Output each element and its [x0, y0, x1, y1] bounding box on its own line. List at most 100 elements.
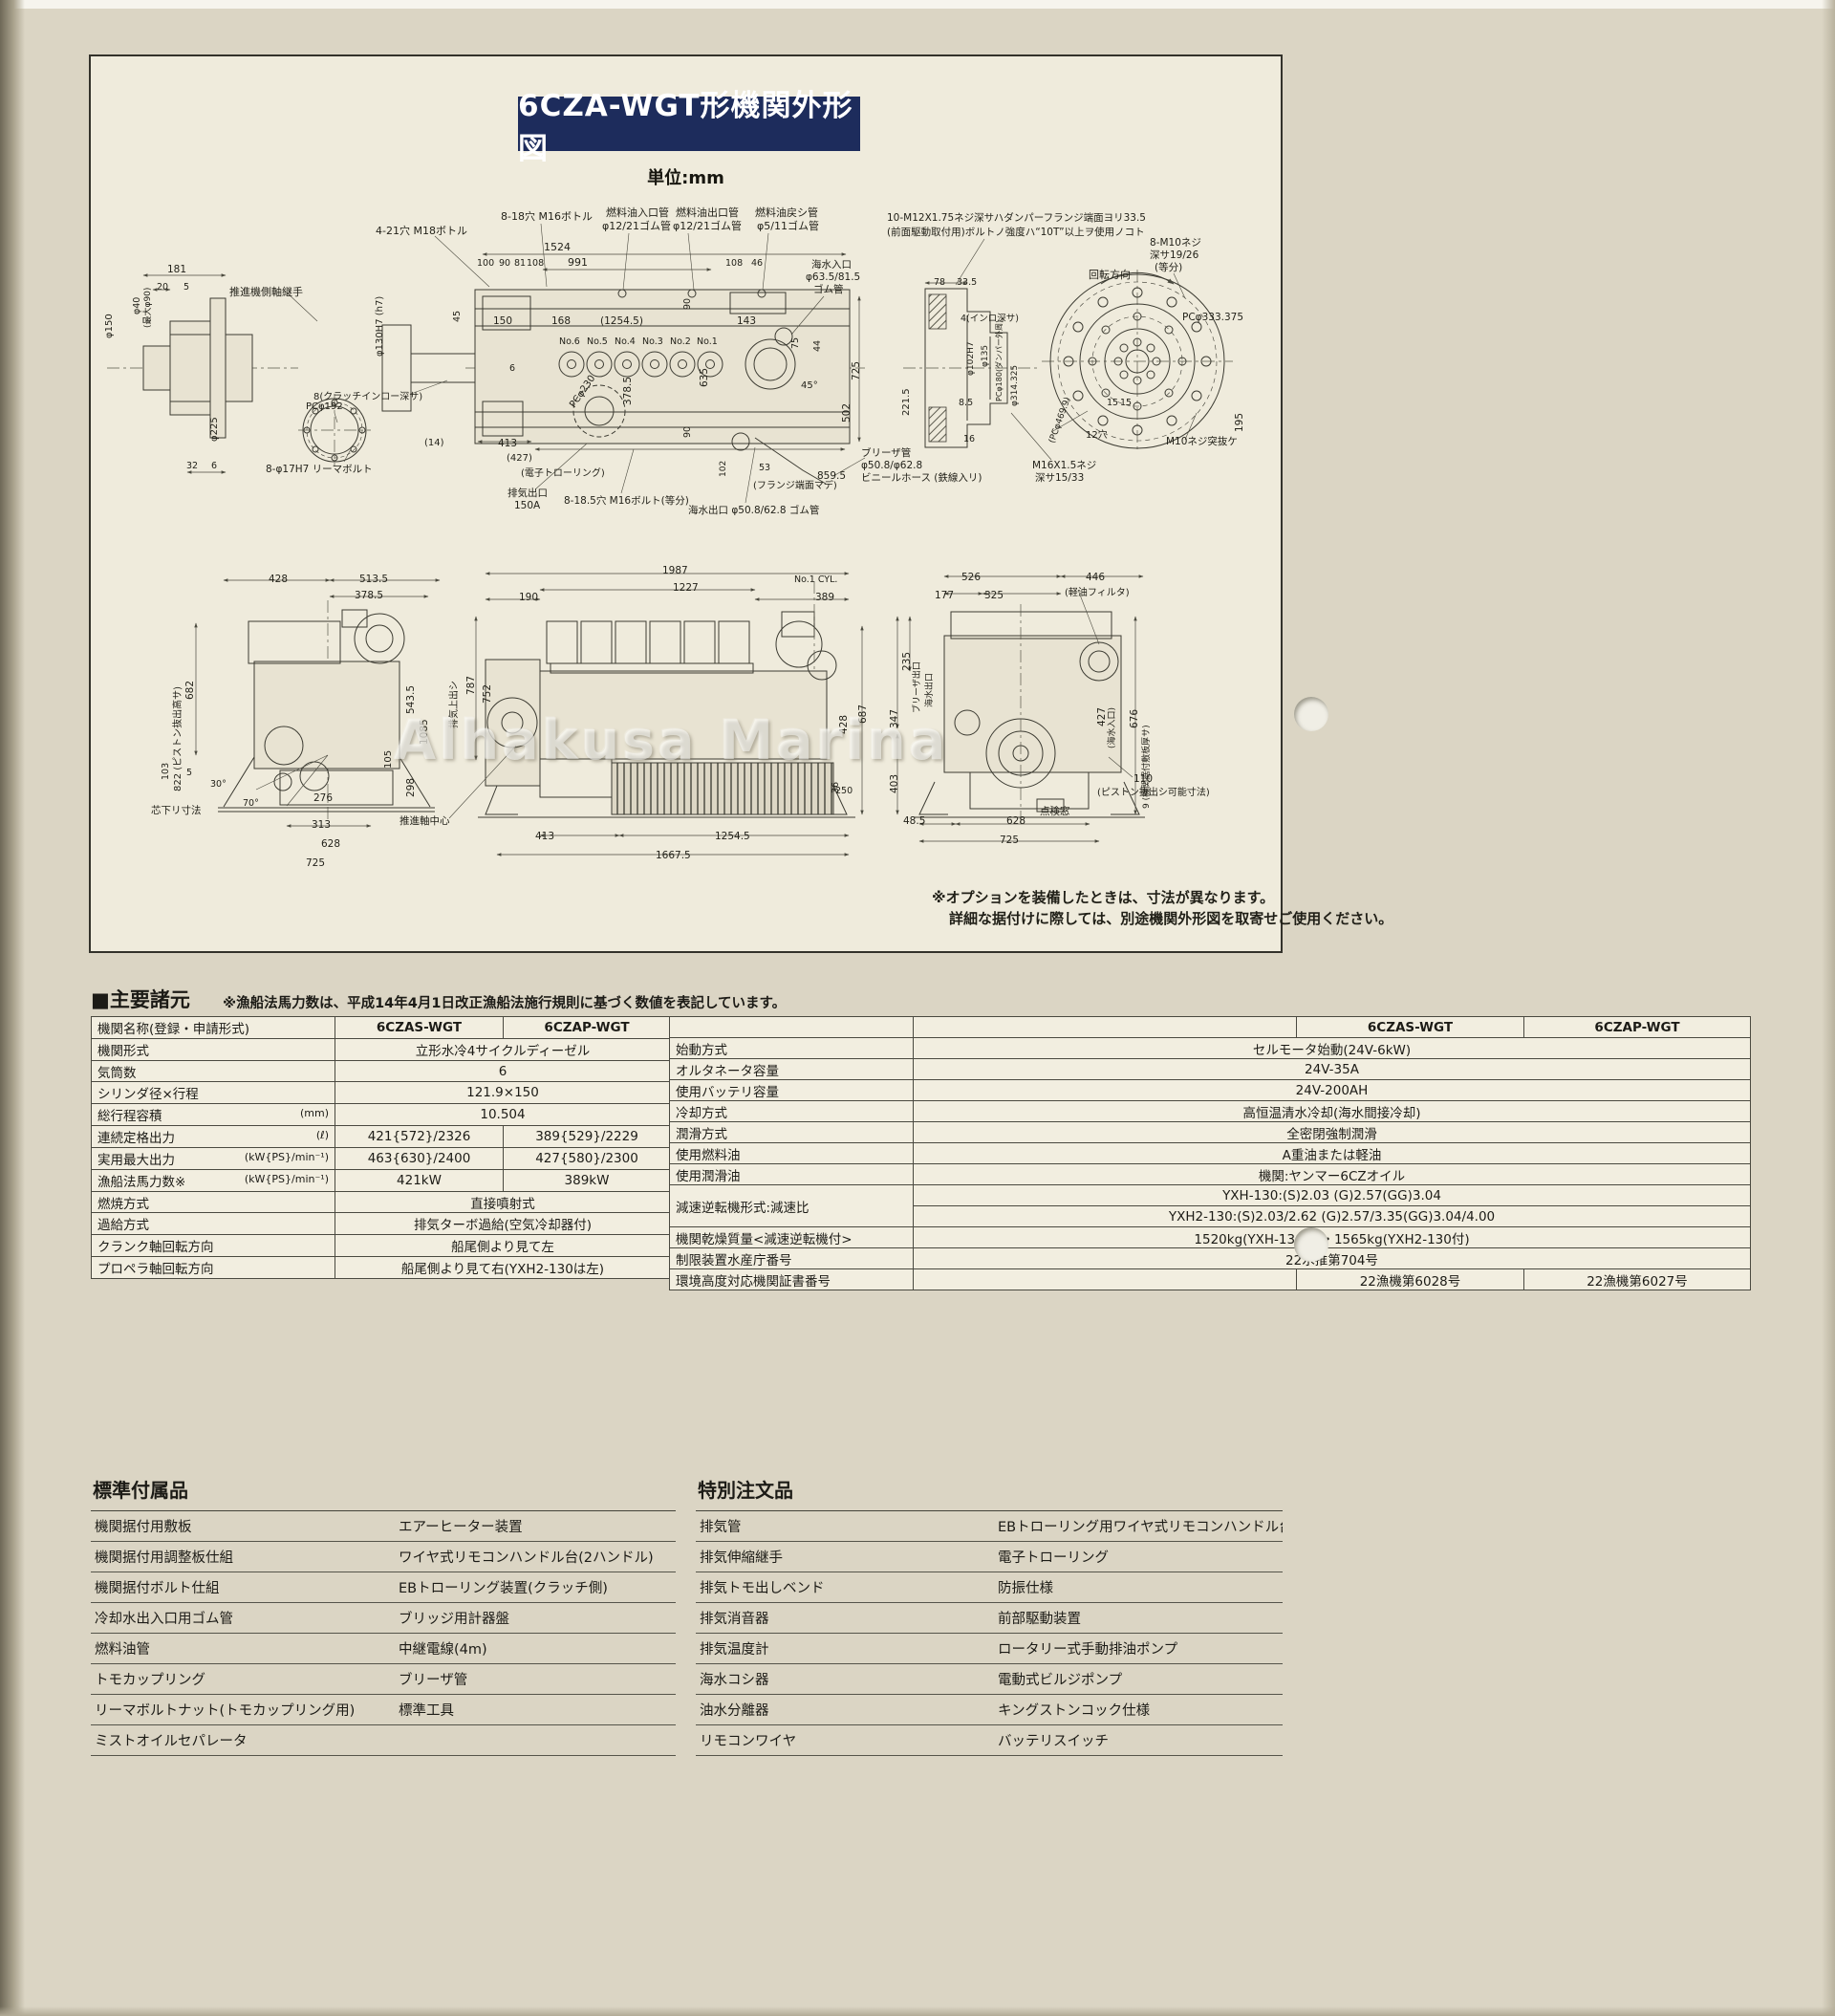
spec-value: 立形水冷4サイクルディーゼル — [335, 1037, 671, 1061]
accessory-value: EBトローリング用ワイヤ式リモコンハンドル台 — [994, 1510, 1283, 1542]
spec-label: 機関名称(登録・申請形式) — [91, 1016, 335, 1039]
spec-model-header: 6CZAP-WGT — [1523, 1016, 1751, 1038]
accessory-item: 海水コシ器 — [696, 1663, 994, 1695]
accessory-value: 電子トローリング — [994, 1541, 1283, 1572]
page-bottom-edge — [0, 2006, 1835, 2016]
standard-accessory-row: 機関据付用敷板エアーヒーター装置 — [91, 1510, 676, 1542]
page-right-edge — [1822, 0, 1835, 2016]
view-rear — [194, 578, 441, 828]
special-order-heading: 特別注文品 — [698, 1479, 793, 1502]
spec-row: クランク軸回転方向船尾側より見て左 — [91, 1234, 671, 1258]
spec-gap — [913, 1016, 1297, 1038]
accessory-value: ロータリー式手動排油ポンプ — [994, 1633, 1283, 1664]
spec-label — [669, 1016, 914, 1038]
spec-label: 漁船法馬力数※(kW{PS}/min⁻¹) — [91, 1168, 335, 1192]
spec-value: 高恒温清水冷却(海水間接冷却) — [913, 1100, 1751, 1122]
spec-label: 使用燃料油 — [669, 1142, 914, 1164]
spec-label: 始動方式 — [669, 1037, 914, 1059]
spec-label: 減速逆転機形式:減速比 — [669, 1184, 914, 1227]
spec-row: 使用潤滑油機関:ヤンマー6CZオイル — [669, 1163, 1751, 1185]
spec-value: 24V-200AH — [913, 1079, 1751, 1101]
accessory-item: 機関据付ボルト仕組 — [91, 1572, 395, 1603]
spec-label: 使用潤滑油 — [669, 1163, 914, 1185]
spec-value: 389kW — [503, 1168, 671, 1192]
spec-value: 直接噴射式 — [335, 1190, 671, 1214]
spec-value: セルモータ始動(24V-6kW) — [913, 1037, 1751, 1059]
page-left-edge — [0, 0, 25, 2016]
accessory-value: エアーヒーター装置 — [395, 1510, 676, 1542]
spec-row: プロペラ軸回転方向船尾側より見て右(YXH2-130は左) — [91, 1256, 671, 1279]
spec-value: 427{580}/2300 — [503, 1146, 671, 1170]
spec-label: 実用最大出力(kW{PS}/min⁻¹) — [91, 1146, 335, 1170]
accessory-value: ワイヤ式リモコンハンドル台(2ハンドル) — [395, 1541, 676, 1572]
view-side — [448, 572, 864, 856]
special-order-row: 排気消音器前部駆動装置 — [696, 1602, 1283, 1634]
spec-label: 潤滑方式 — [669, 1121, 914, 1143]
drawing-panel: 6CZA-WGT形機関外形図 単位:mm — [89, 54, 1283, 953]
spec-gap — [913, 1268, 1297, 1290]
accessory-item: リモコンワイヤ — [696, 1724, 994, 1756]
accessory-value: ブリッジ用計器盤 — [395, 1602, 676, 1634]
view-damper-section — [903, 238, 1052, 461]
spec-label: 使用バッテリ容量 — [669, 1079, 914, 1101]
hole-punch-bottom — [1294, 1227, 1328, 1262]
option-note-line2: 詳細な据付けに際しては、別途機関外形図を取寄せご使用ください。 — [949, 910, 1393, 927]
standard-accessory-row: 冷却水出入口用ゴム管ブリッジ用計器盤 — [91, 1602, 676, 1634]
standard-accessory-row: 機関据付用調整板仕組ワイヤ式リモコンハンドル台(2ハンドル) — [91, 1541, 676, 1572]
special-order-row: リモコンワイヤバッテリスイッチ — [696, 1724, 1283, 1756]
spec-value: 6CZAP-WGT — [503, 1016, 671, 1039]
spec-row: 冷却方式高恒温清水冷却(海水間接冷却) — [669, 1100, 1751, 1122]
drawing-title: 6CZA-WGT形機関外形図 — [518, 88, 853, 166]
view-front — [896, 574, 1145, 843]
spec-value: 421kW — [335, 1168, 504, 1192]
spec-row: 機関乾燥質量<減速逆転機付>1520kg(YXH-130付)・1565kg(YX… — [669, 1226, 1751, 1248]
spec-section-note: ※漁船法馬力数は、平成14年4月1日改正漁船法施行規則に基づく数値を表記していま… — [223, 996, 787, 1011]
accessory-item: 排気トモ出しベンド — [696, 1572, 994, 1603]
accessory-value: 標準工具 — [395, 1694, 676, 1725]
special-order-row: 海水コシ器電動式ビルジポンプ — [696, 1663, 1283, 1695]
accessory-value: キングストンコック仕様 — [994, 1694, 1283, 1725]
spec-label: 機関乾燥質量<減速逆転機付> — [669, 1226, 914, 1248]
spec-label: 連続定格出力(ℓ) — [91, 1125, 335, 1148]
spec-value: 機関:ヤンマー6CZオイル — [913, 1163, 1751, 1185]
spec-label: クランク軸回転方向 — [91, 1234, 335, 1258]
spec-value: 全密閉強制潤滑 — [913, 1121, 1751, 1143]
accessory-item: リーマボルトナット(トモカップリング用) — [91, 1694, 395, 1725]
accessory-item: トモカップリング — [91, 1663, 395, 1695]
spec-label: 機関形式 — [91, 1037, 335, 1061]
spec-value: 24V-35A — [913, 1058, 1751, 1080]
page-top-edge — [0, 0, 1835, 9]
accessory-value: ブリーザ管 — [395, 1663, 676, 1695]
spec-value: YXH2-130:(S)2.03/2.62 (G)2.57/3.35(GG)3.… — [913, 1205, 1751, 1227]
accessory-item: ミストオイルセパレータ — [91, 1724, 395, 1756]
spec-label: 冷却方式 — [669, 1100, 914, 1122]
spec-value: 10.504 — [335, 1103, 671, 1127]
spec-value: 463{630}/2400 — [335, 1146, 504, 1170]
accessory-value: バッテリスイッチ — [994, 1724, 1283, 1756]
accessory-item: 排気伸縮継手 — [696, 1541, 994, 1572]
spec-label: プロペラ軸回転方向 — [91, 1256, 335, 1279]
spec-value: 421{572}/2326 — [335, 1125, 504, 1148]
accessory-item: 排気管 — [696, 1510, 994, 1542]
spec-label: 総行程容積(mm) — [91, 1103, 335, 1127]
spec-label: シリンダ径×行程 — [91, 1081, 335, 1105]
standard-accessories-heading: 標準付属品 — [93, 1479, 188, 1502]
accessory-value — [395, 1724, 676, 1756]
spec-value: 6 — [335, 1059, 671, 1083]
spec-row: 総行程容積(mm)10.504 — [91, 1103, 671, 1127]
special-order-row: 排気伸縮継手電子トローリング — [696, 1541, 1283, 1572]
spec-label: オルタネータ容量 — [669, 1058, 914, 1080]
